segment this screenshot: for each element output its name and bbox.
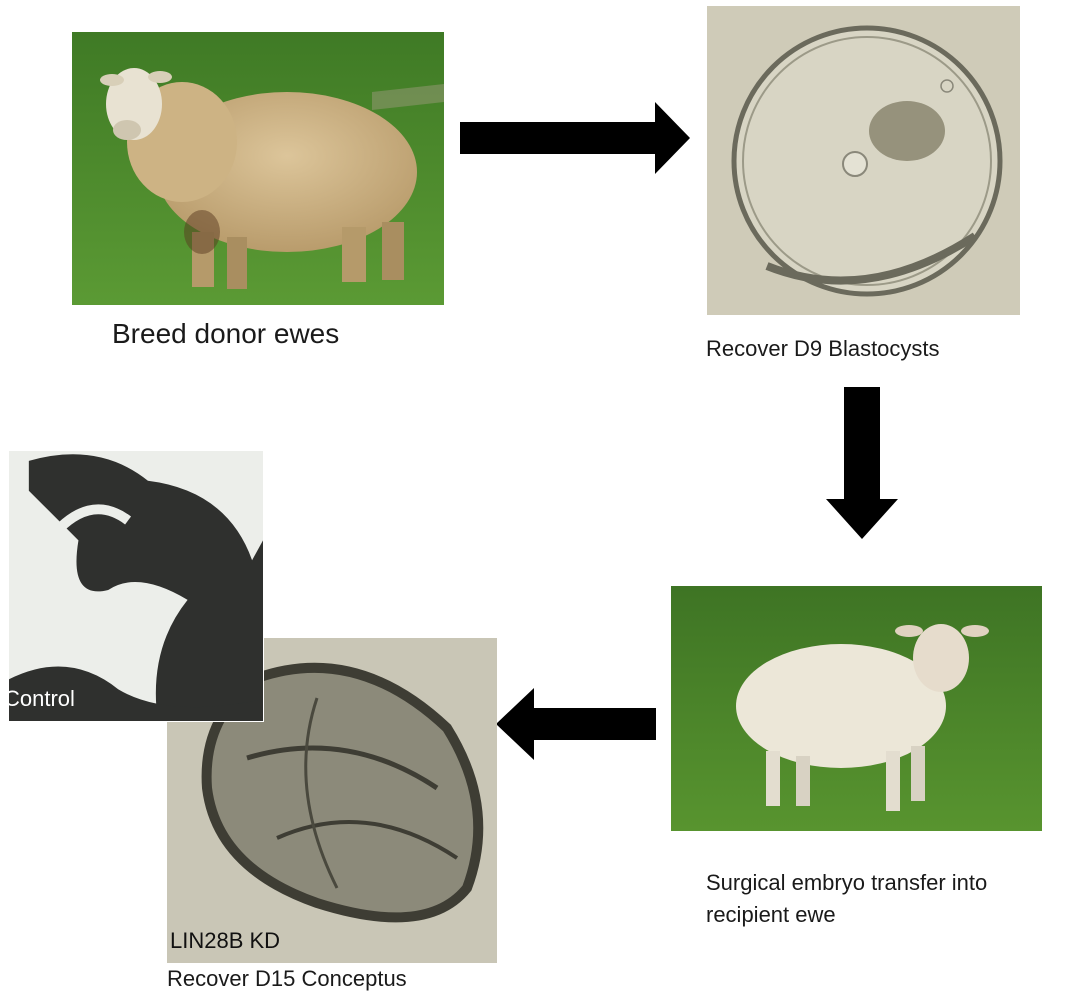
arrow-left <box>496 688 656 760</box>
donor-caption: Breed donor ewes <box>112 318 339 350</box>
transfer-caption-line2: recipient ewe <box>706 902 836 928</box>
arrow-down <box>826 387 898 539</box>
transfer-caption-line1: Surgical embryo transfer into <box>706 870 987 896</box>
conceptus-caption: Recover D15 Conceptus <box>167 966 407 992</box>
blastocyst-photo <box>707 6 1020 315</box>
kd-label: LIN28B KD <box>170 928 280 954</box>
arrow-right <box>460 102 690 174</box>
control-label: Control <box>4 686 75 712</box>
donor-ewe-photo <box>72 32 444 305</box>
recipient-ewe-photo <box>671 586 1042 831</box>
blastocyst-caption: Recover D9 Blastocysts <box>706 336 940 362</box>
control-conceptus-photo <box>8 450 264 722</box>
